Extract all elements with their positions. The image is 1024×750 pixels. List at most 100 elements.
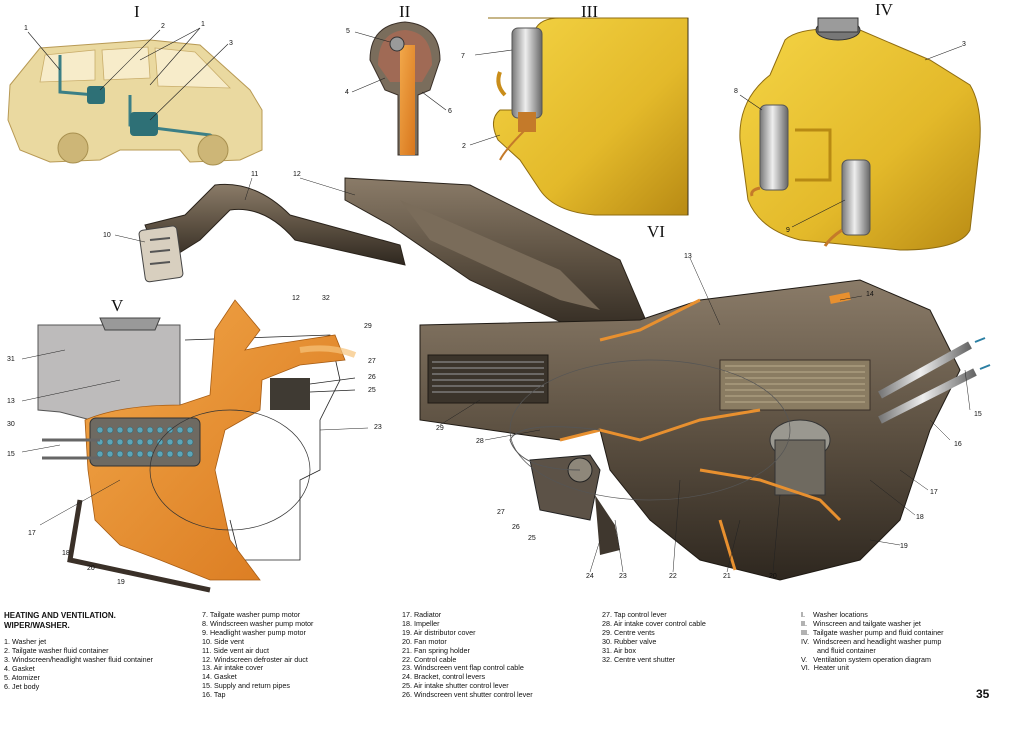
callout: 24 bbox=[586, 573, 594, 580]
callout: 20 bbox=[769, 573, 777, 580]
callout: 17 bbox=[930, 489, 938, 496]
tailgate-washer-container bbox=[469, 17, 689, 216]
callout: 4 bbox=[345, 89, 349, 96]
section-label-II: II bbox=[399, 2, 411, 21]
illustration-svg bbox=[7, 17, 991, 593]
callout: 26 bbox=[512, 524, 520, 531]
legend-item: 15. Supply and return pipes bbox=[202, 681, 290, 691]
callout: 19 bbox=[900, 543, 908, 550]
callout: 25 bbox=[528, 535, 536, 542]
callout: 30 bbox=[7, 421, 15, 428]
legend-column-1: HEATING AND VENTILATION. WIPER/WASHER. 1… bbox=[4, 611, 153, 692]
technical-illustration: I II III IV V VI 1 2 1 3 5 4 6 7 2 8 9 3… bbox=[7, 0, 991, 593]
callout: 23 bbox=[374, 424, 382, 431]
callout: 1 bbox=[24, 25, 28, 32]
legend-column-2: 7. Tailgate washer pump motor 8. Windscr… bbox=[202, 610, 314, 700]
legend-item: 1. Washer jet bbox=[4, 637, 47, 647]
legend-item: 27. Tap control lever bbox=[602, 610, 667, 619]
legend-item: 9. Headlight washer pump motor bbox=[202, 627, 306, 637]
heater-unit-assembly bbox=[114, 177, 991, 581]
legend-item: 11. Side vent air duct bbox=[202, 645, 269, 655]
callout: 13 bbox=[684, 253, 692, 260]
legend-column-5: I. Washer locations II. Winscreen and ta… bbox=[801, 610, 944, 673]
legend-column-4: 27. Tap control lever 28. Air intake cov… bbox=[602, 610, 706, 664]
legend-item: 12. Windscreen defroster air duct bbox=[202, 654, 308, 664]
legend-item: 23. Windscreen vent flap control cable bbox=[402, 663, 524, 673]
legend-item: 14. Gasket bbox=[202, 672, 237, 682]
legend-item: and fluid container bbox=[801, 645, 876, 655]
page-number: 35 bbox=[976, 687, 990, 701]
legend-item: 5. Atomizer bbox=[4, 672, 40, 682]
legend-item: I. Washer locations bbox=[801, 610, 868, 619]
legend-item: 18. Impeller bbox=[402, 618, 440, 628]
callout: 19 bbox=[117, 579, 125, 586]
legend-heading: HEATING AND VENTILATION. bbox=[4, 611, 116, 620]
callout: 2 bbox=[161, 23, 165, 30]
section-label-VI: VI bbox=[647, 222, 665, 241]
callout: 8 bbox=[734, 88, 738, 95]
legend-item: 30. Rubber valve bbox=[602, 636, 657, 646]
windscreen-washer-container bbox=[739, 17, 981, 251]
callout: 18 bbox=[916, 514, 924, 521]
section-label-I: I bbox=[134, 2, 140, 21]
legend-item: III. Tailgate washer pump and fluid cont… bbox=[801, 627, 944, 637]
callout: 18 bbox=[62, 550, 70, 557]
callout: 27 bbox=[368, 358, 376, 365]
legend-item: 21. Fan spring holder bbox=[402, 645, 470, 655]
legend-item: 31. Air box bbox=[602, 645, 636, 655]
car-body-washer-locations bbox=[7, 27, 263, 166]
legend-item: 7. Tailgate washer pump motor bbox=[202, 610, 301, 619]
legend-item: 13. Air intake cover bbox=[202, 663, 264, 673]
callout: 31 bbox=[7, 356, 15, 363]
legend-item: 22. Control cable bbox=[402, 654, 457, 664]
callout: 26 bbox=[368, 374, 376, 381]
legend-item: 4. Gasket bbox=[4, 663, 35, 673]
legend-column-3: 17. Radiator 18. Impeller 19. Air distri… bbox=[402, 610, 533, 700]
legend-item: VI. Heater unit bbox=[801, 663, 849, 673]
legend-item: 3. Windscreen/headlight washer fluid con… bbox=[4, 655, 154, 664]
callout: 28 bbox=[476, 438, 484, 445]
callout: 6 bbox=[448, 108, 452, 115]
legend-item: 6. Jet body bbox=[4, 681, 40, 691]
legend-item: II. Winscreen and tailgate washer jet bbox=[801, 618, 921, 628]
legend-item: 24. Bracket, control levers bbox=[402, 672, 486, 682]
callout: 25 bbox=[368, 387, 376, 394]
legend-item: 19. Air distributor cover bbox=[402, 627, 476, 637]
callout: 20 bbox=[87, 565, 95, 572]
callout: 16 bbox=[954, 441, 962, 448]
callout: 9 bbox=[786, 227, 790, 234]
section-label-III: III bbox=[581, 2, 598, 21]
section-label-V: V bbox=[111, 296, 124, 315]
callout: 5 bbox=[346, 28, 350, 35]
callout: 3 bbox=[229, 40, 233, 47]
legend-item: 8. Windscreen washer pump motor bbox=[202, 618, 314, 628]
callout: 12 bbox=[292, 295, 300, 302]
callout: 14 bbox=[866, 291, 874, 298]
callout: 29 bbox=[436, 425, 444, 432]
callout: 32 bbox=[322, 295, 330, 302]
callout: 27 bbox=[497, 509, 505, 516]
legend-item: 25. Air intake shutter control lever bbox=[402, 681, 509, 691]
legend-item: 17. Radiator bbox=[402, 610, 442, 619]
legend-item: 16. Tap bbox=[202, 690, 226, 700]
callout: 15 bbox=[7, 451, 15, 458]
callout: 11 bbox=[251, 171, 259, 178]
legend-item: 20. Fan motor bbox=[402, 636, 447, 646]
callout: 29 bbox=[364, 323, 372, 330]
callout: 13 bbox=[7, 398, 15, 405]
callout: 15 bbox=[974, 411, 982, 418]
callout: 12 bbox=[293, 171, 301, 178]
legend-heading: WIPER/WASHER. bbox=[4, 620, 70, 630]
legend-item: 29. Centre vents bbox=[602, 627, 655, 637]
legend-item: 10. Side vent bbox=[202, 636, 244, 646]
callout: 23 bbox=[619, 573, 627, 580]
washer-jet-section bbox=[351, 21, 447, 156]
callout: 21 bbox=[723, 573, 731, 580]
section-label-IV: IV bbox=[875, 0, 893, 19]
ventilation-operation-diagram bbox=[21, 299, 369, 593]
legend-item: 2. Tailgate washer fluid container bbox=[4, 646, 109, 656]
callout: 10 bbox=[103, 232, 111, 239]
legend-item: 32. Centre vent shutter bbox=[602, 654, 676, 664]
callout: 22 bbox=[669, 573, 677, 580]
callout: 17 bbox=[28, 530, 36, 537]
